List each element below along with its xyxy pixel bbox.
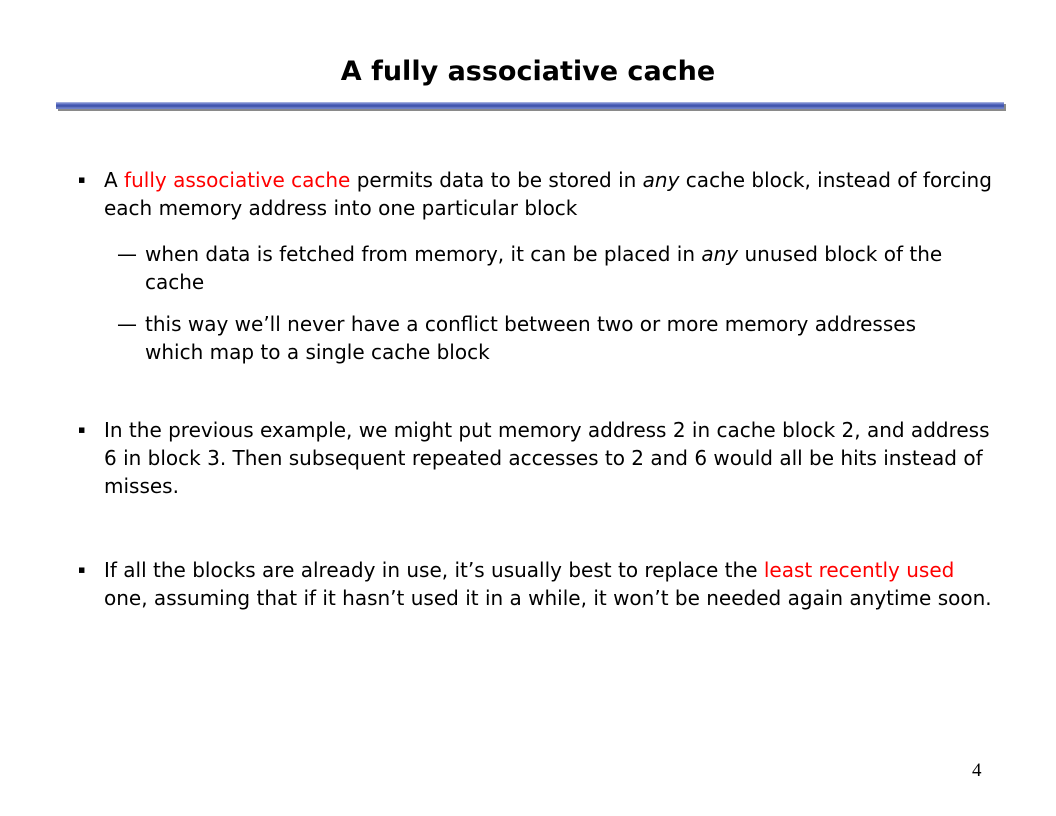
sub-bullet-1-text: when data is fetched from memory, it can… xyxy=(145,240,977,296)
bullet-3-pre: If all the blocks are already in use, it… xyxy=(104,558,764,582)
bullet-1: ▪ A fully associative cache permits data… xyxy=(78,166,998,222)
bullet-marker-icon: ▪ xyxy=(78,563,86,576)
bullet-marker-icon: ▪ xyxy=(78,173,86,186)
bullet-1-pre: A xyxy=(104,168,125,192)
bullet-2-text: In the previous example, we might put me… xyxy=(104,418,990,498)
bullet-1-mid: permits data to be stored in xyxy=(350,168,643,192)
slide-title: A fully associative cache xyxy=(340,56,716,87)
bullet-1-post: cache block, instead of forcing each mem… xyxy=(104,168,992,220)
bullet-3: ▪ If all the blocks are already in use, … xyxy=(78,556,998,612)
bullet-3-text: If all the blocks are already in use, it… xyxy=(104,556,998,612)
sub-bullet-2: — this way we’ll never have a conflict b… xyxy=(117,310,977,366)
bullet-3-post: one, assuming that if it hasn’t used it … xyxy=(104,586,992,610)
page-number: 4 xyxy=(972,760,982,781)
sub-bullet-1-pre: when data is fetched from memory, it can… xyxy=(145,242,702,266)
bullet-3-highlight: least recently used xyxy=(763,558,955,582)
bullet-1-highlight: fully associative cache xyxy=(124,168,351,192)
title-divider xyxy=(56,102,1004,109)
bullet-1-emphasis: any xyxy=(642,168,680,192)
sub-bullet-1-post: unused block of the cache xyxy=(145,242,943,294)
dash-marker-icon: — xyxy=(117,312,137,336)
sub-bullet-1: — when data is fetched from memory, it c… xyxy=(117,240,977,296)
dash-marker-icon: — xyxy=(117,242,137,266)
sub-bullet-1-emphasis: any xyxy=(701,242,739,266)
bullet-2: ▪ In the previous example, we might put … xyxy=(78,416,998,500)
bullet-marker-icon: ▪ xyxy=(78,423,86,436)
sub-bullet-2-text: this way we’ll never have a conflict bet… xyxy=(145,312,916,364)
bullet-1-text: A fully associative cache permits data t… xyxy=(104,166,998,222)
